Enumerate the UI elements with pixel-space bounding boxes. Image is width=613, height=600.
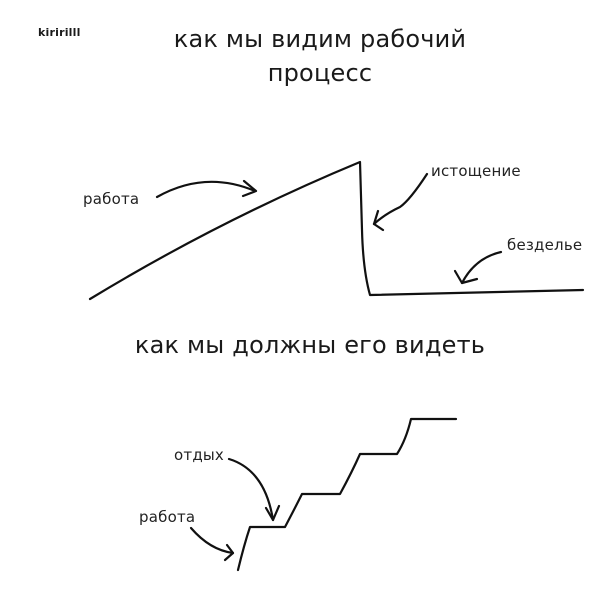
perceived-process-line xyxy=(88,160,585,301)
top-title-line2: процесс xyxy=(267,59,373,87)
arrow-work-bottom-icon xyxy=(189,526,235,562)
arrow-idleness-icon xyxy=(453,250,503,285)
label-exhaustion: истощение xyxy=(431,162,521,180)
logo: kiririlll xyxy=(38,26,81,39)
top-title-line1: как мы видим рабочий xyxy=(173,25,467,53)
arrow-exhaustion-icon xyxy=(372,172,429,232)
label-work-top: работа xyxy=(83,190,140,208)
label-rest: отдых xyxy=(174,446,225,464)
arrow-work-top-icon xyxy=(155,179,258,199)
bottom-title: как мы должны его видеть xyxy=(134,331,486,359)
top-title: как мы видим рабочий процесс xyxy=(120,22,520,90)
label-work-bottom: работа xyxy=(139,508,196,526)
staircase-line xyxy=(236,417,458,572)
label-idleness: безделье xyxy=(507,236,583,254)
arrow-rest-icon xyxy=(227,457,281,522)
